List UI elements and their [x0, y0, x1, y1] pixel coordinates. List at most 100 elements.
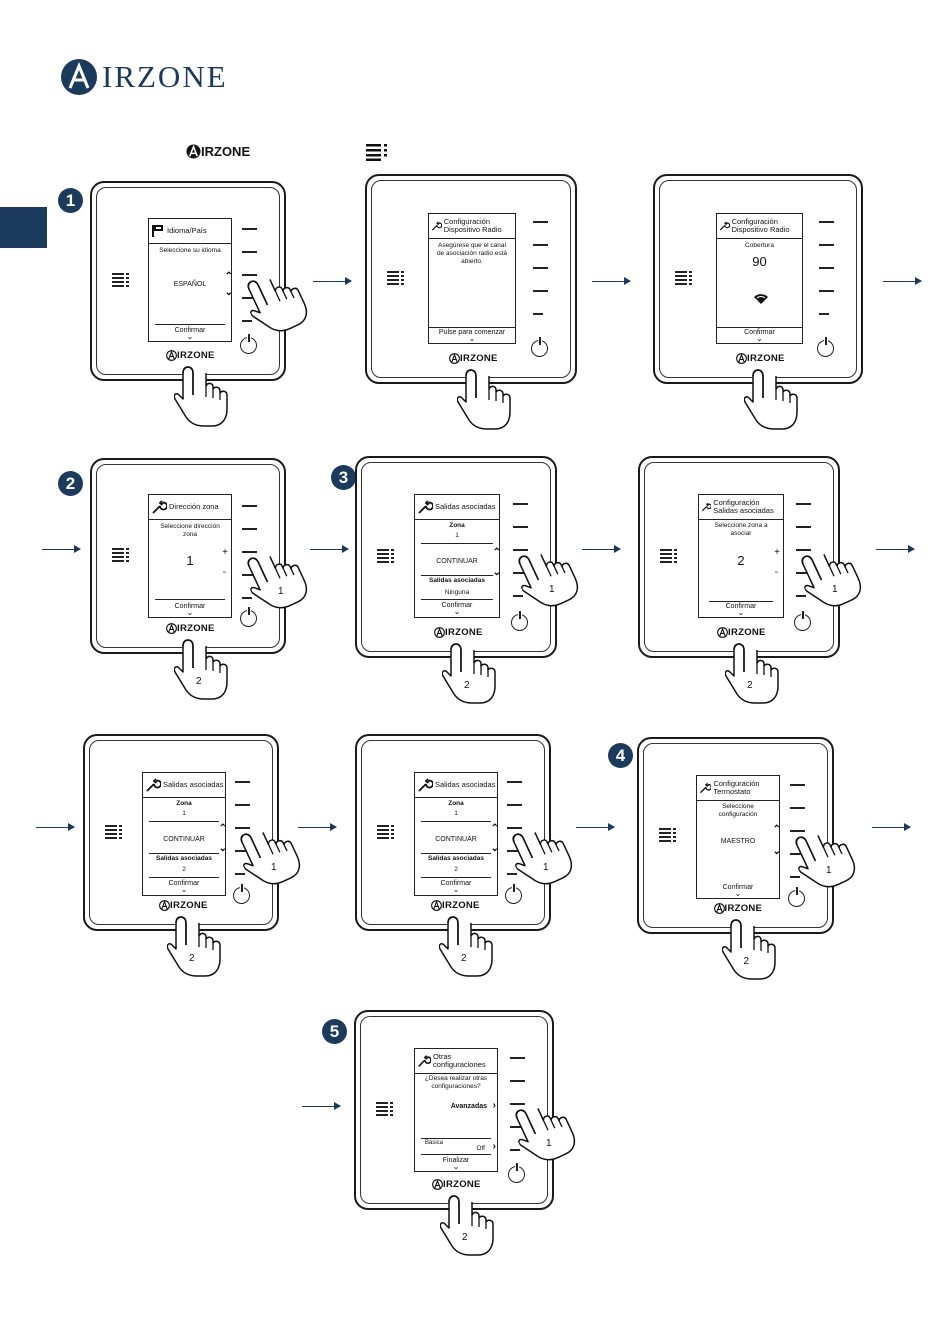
device-airzone-logo[interactable]: IRZONE — [717, 627, 766, 638]
confirm-button[interactable]: Confirmar — [725, 603, 757, 610]
side-touch-button-2[interactable] — [242, 251, 257, 253]
chevron-down-icon[interactable]: ⌄ — [218, 843, 227, 854]
side-touch-button-4[interactable] — [796, 572, 811, 574]
advanced-option[interactable]: Avanzadas — [450, 1103, 487, 1110]
menu-icon[interactable] — [387, 270, 405, 285]
menu-icon[interactable] — [376, 1102, 394, 1116]
chevron-down-icon[interactable]: ⌄ — [492, 567, 501, 578]
power-icon[interactable] — [505, 884, 522, 904]
side-touch-button-4[interactable] — [242, 297, 257, 299]
confirm-button[interactable]: Confirmar — [168, 880, 200, 887]
power-icon[interactable] — [817, 337, 834, 357]
confirm-button[interactable]: Confirmar — [174, 327, 206, 334]
side-touch-button-3[interactable] — [790, 830, 805, 832]
side-touch-button-3[interactable] — [242, 551, 257, 553]
side-touch-button-5[interactable] — [242, 320, 252, 322]
device-airzone-logo[interactable]: IRZONE — [431, 900, 480, 911]
side-touch-button-2[interactable] — [510, 1080, 525, 1082]
side-touch-button-1[interactable] — [510, 1057, 525, 1059]
menu-icon[interactable] — [377, 548, 395, 563]
side-touch-button-3[interactable] — [510, 1103, 525, 1105]
side-touch-button-4[interactable] — [507, 850, 522, 852]
side-touch-button-1[interactable] — [796, 503, 811, 505]
power-icon[interactable] — [531, 337, 548, 357]
confirm-button[interactable]: Confirmar — [744, 329, 775, 336]
device-airzone-logo[interactable]: IRZONE — [432, 1179, 481, 1190]
side-touch-button-1[interactable] — [819, 221, 834, 223]
side-touch-button-5[interactable] — [796, 595, 806, 597]
side-touch-button-4[interactable] — [790, 853, 805, 855]
side-touch-button-2[interactable] — [513, 526, 528, 528]
chevron-up-icon[interactable]: ⌃ — [772, 824, 781, 835]
power-icon[interactable] — [794, 611, 811, 631]
device-airzone-logo[interactable]: IRZONE — [713, 903, 763, 914]
side-touch-button-4[interactable] — [513, 572, 528, 574]
side-touch-button-3[interactable] — [507, 827, 522, 829]
power-icon[interactable] — [240, 334, 257, 354]
side-touch-button-2[interactable] — [235, 804, 250, 806]
selected-language[interactable]: ESPAÑOL — [173, 281, 207, 288]
device-airzone-logo[interactable]: IRZONE — [166, 350, 215, 361]
side-touch-button-4[interactable] — [242, 574, 257, 576]
side-touch-button-1[interactable] — [513, 503, 528, 505]
finish-button[interactable]: Finalizar — [442, 1157, 470, 1164]
side-touch-button-4[interactable] — [819, 290, 834, 292]
menu-icon[interactable] — [377, 824, 395, 839]
chevron-up-icon[interactable]: ⌃ — [218, 823, 227, 834]
device-airzone-logo[interactable]: IRZONE — [449, 353, 498, 364]
basic-value[interactable]: Off — [476, 1145, 485, 1152]
side-touch-button-1[interactable] — [242, 505, 257, 507]
continue-option[interactable]: CONTINUAR — [435, 836, 477, 843]
side-touch-button-5[interactable] — [819, 313, 829, 315]
side-touch-button-4[interactable] — [235, 850, 250, 852]
power-icon[interactable] — [240, 607, 257, 627]
side-touch-button-2[interactable] — [819, 244, 834, 246]
power-icon[interactable] — [788, 887, 805, 907]
chevron-up-icon[interactable]: ⌃ — [490, 823, 499, 834]
menu-icon[interactable] — [660, 548, 678, 563]
chevron-right-icon[interactable]: › — [492, 1141, 496, 1152]
chevron-right-icon[interactable]: › — [492, 1100, 496, 1111]
chevron-down-icon[interactable]: ⌄ — [772, 846, 781, 857]
side-touch-button-3[interactable] — [796, 549, 811, 551]
side-touch-button-4[interactable] — [533, 290, 548, 292]
confirm-button[interactable]: Confirmar — [441, 602, 473, 609]
thermostat-mode-value[interactable]: MAESTRO — [720, 838, 756, 845]
menu-icon[interactable] — [112, 273, 130, 287]
power-icon[interactable] — [511, 611, 528, 631]
side-touch-button-5[interactable] — [242, 597, 252, 599]
side-touch-button-3[interactable] — [242, 274, 257, 276]
menu-icon[interactable] — [112, 548, 130, 563]
side-touch-button-5[interactable] — [790, 876, 800, 878]
side-touch-button-5[interactable] — [235, 873, 245, 875]
chevron-down-icon[interactable]: ⌄ — [224, 287, 233, 298]
chevron-down-icon[interactable]: ⌄ — [490, 843, 499, 854]
confirm-button[interactable]: Confirmar — [722, 884, 754, 891]
side-touch-button-1[interactable] — [790, 784, 805, 786]
minus-button[interactable]: - — [774, 567, 778, 578]
side-touch-button-3[interactable] — [513, 549, 528, 551]
side-touch-button-5[interactable] — [533, 313, 543, 315]
continue-option[interactable]: CONTINUAR — [163, 836, 205, 843]
side-touch-button-2[interactable] — [242, 528, 257, 530]
side-touch-button-1[interactable] — [507, 781, 522, 783]
device-airzone-logo[interactable]: IRZONE — [736, 353, 785, 364]
minus-button[interactable]: - — [222, 567, 226, 578]
menu-icon[interactable] — [675, 270, 693, 285]
side-touch-button-1[interactable] — [533, 221, 548, 223]
confirm-button[interactable]: Confirmar — [440, 880, 472, 887]
side-touch-button-2[interactable] — [790, 807, 805, 809]
menu-icon[interactable] — [105, 824, 123, 839]
continue-option[interactable]: CONTINUAR — [436, 558, 478, 565]
start-button[interactable]: Pulse para comenzar — [438, 329, 506, 336]
chevron-up-icon[interactable]: ⌃ — [224, 271, 233, 282]
power-icon[interactable] — [508, 1163, 525, 1183]
device-airzone-logo[interactable]: IRZONE — [159, 900, 208, 911]
side-touch-button-2[interactable] — [796, 526, 811, 528]
side-touch-button-5[interactable] — [513, 595, 523, 597]
side-touch-button-3[interactable] — [819, 267, 834, 269]
side-touch-button-2[interactable] — [533, 244, 548, 246]
side-touch-button-3[interactable] — [533, 267, 548, 269]
device-airzone-logo[interactable]: IRZONE — [434, 627, 483, 638]
plus-button[interactable]: + — [222, 547, 228, 558]
